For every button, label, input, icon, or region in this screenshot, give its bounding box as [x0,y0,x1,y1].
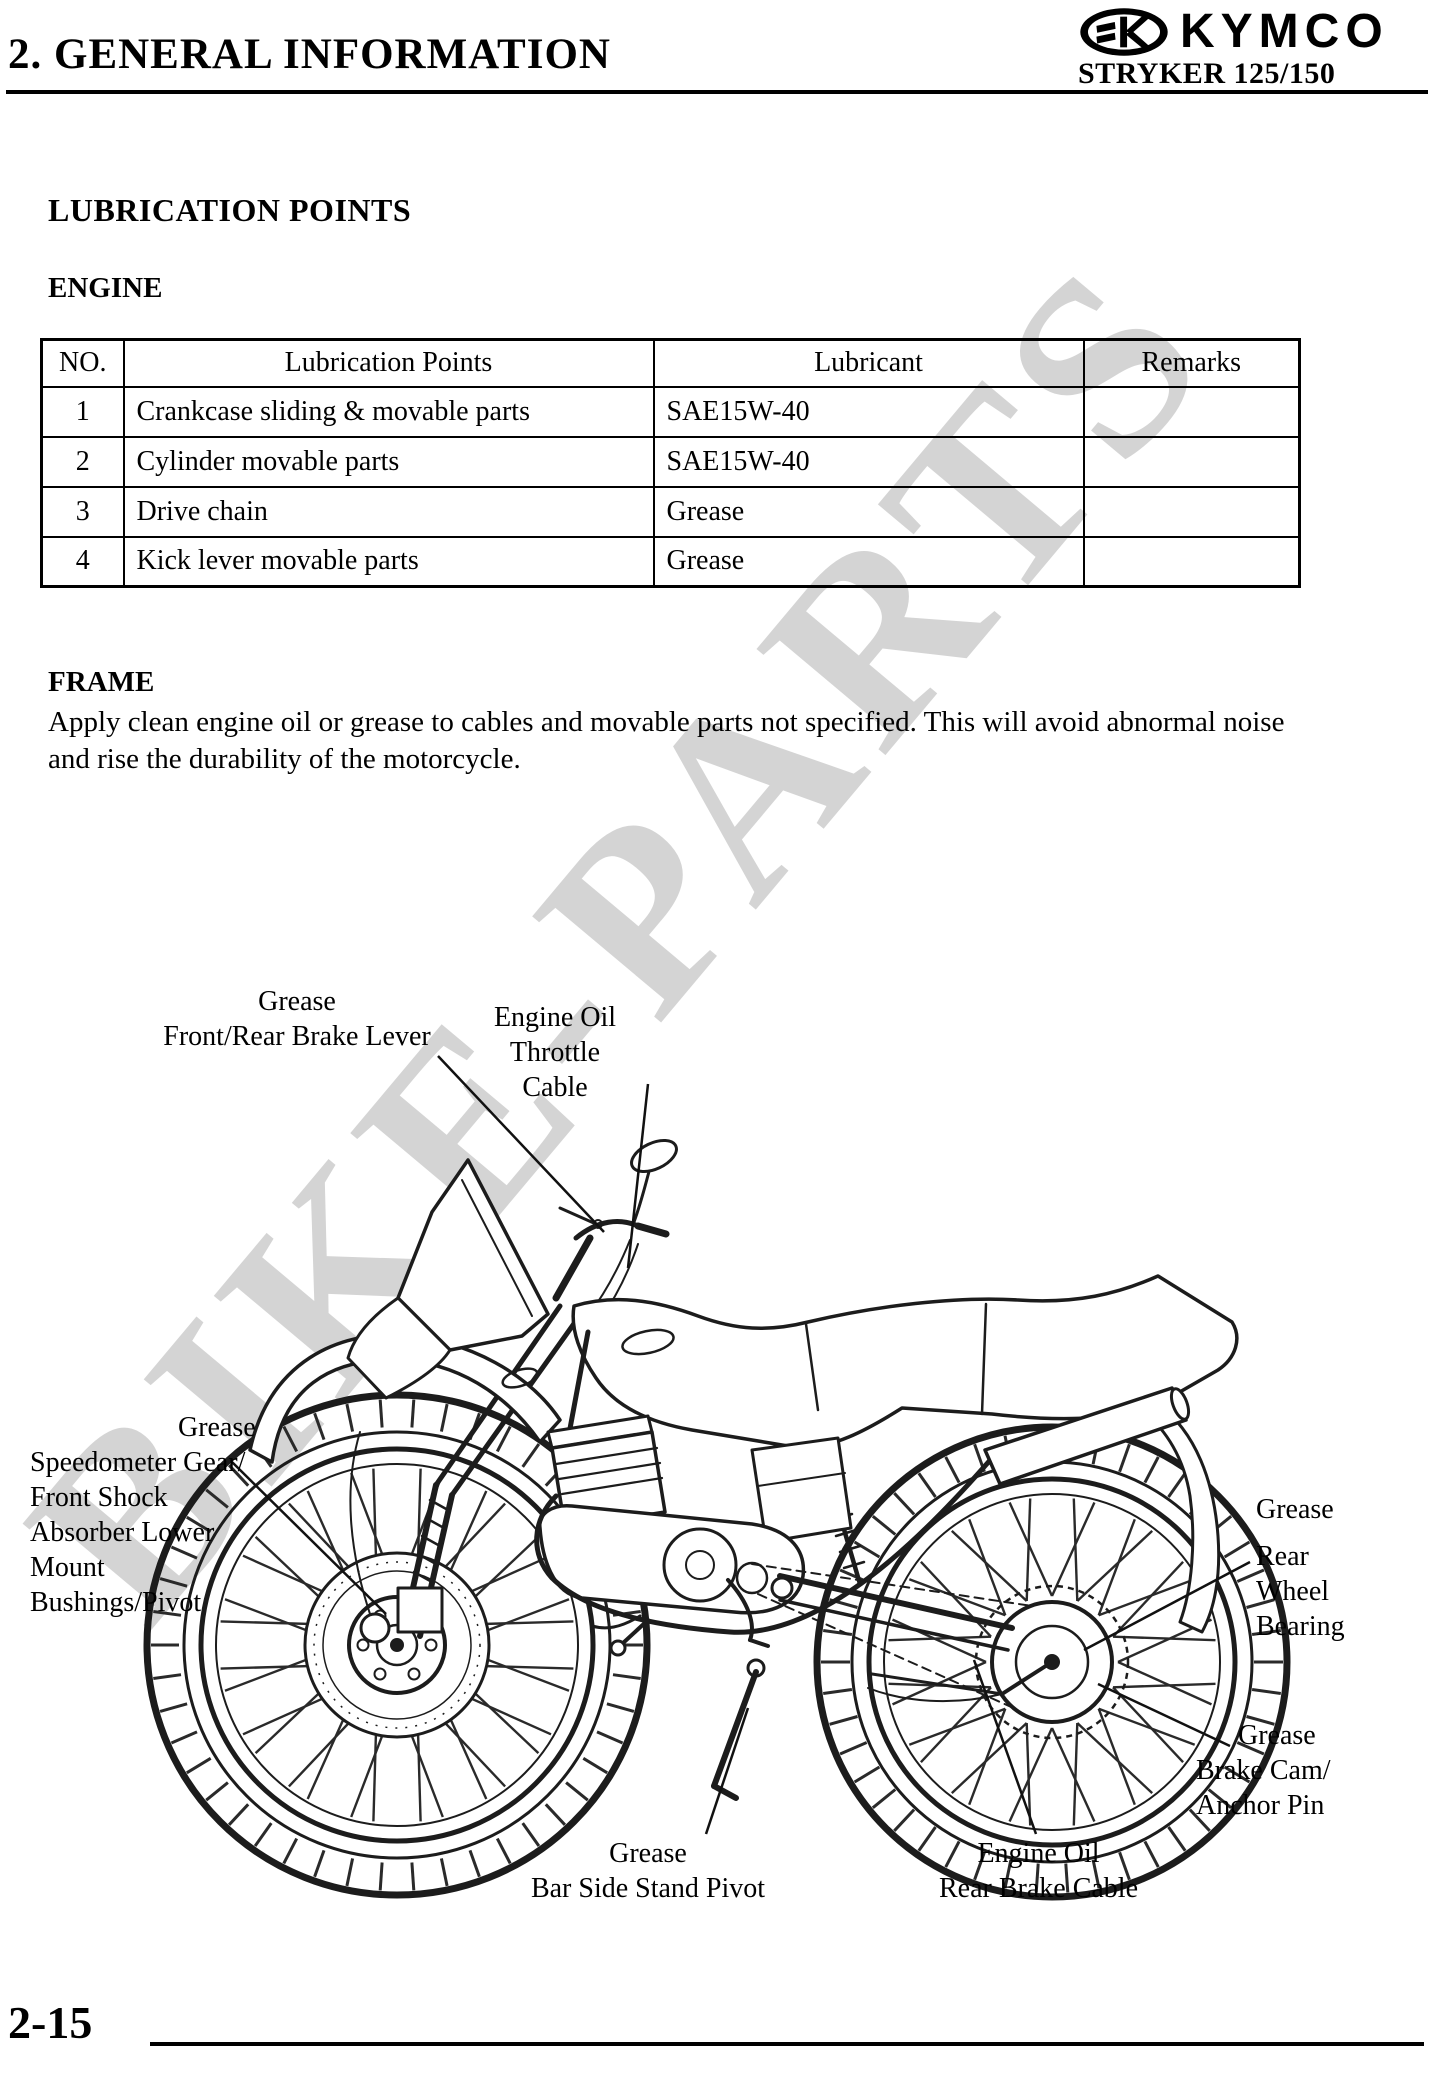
cell-remarks [1082,435,1301,488]
lubricant-tag: Grease [1238,1720,1316,1751]
rear-wheel [813,1423,1291,1901]
col-header-no: NO. [40,338,125,388]
table-header-row: NO. Lubrication Points Lubricant Remarks [40,338,1301,388]
label-front-rear-brake-lever: Grease Front/Rear Brake Lever [137,984,457,1054]
lubricant-tag: Engine Oil [977,1838,1100,1869]
rear-wheel-spokes [888,1498,1216,1826]
lubricant-tag: Grease [178,1412,256,1443]
table-row: 2 Cylinder movable parts SAE15W-40 [40,435,1301,488]
section-title: 2. GENERAL INFORMATION [8,31,611,78]
cell-point: Drive chain [122,485,655,538]
table-row: 3 Drive chain Grease [40,485,1301,538]
cell-remarks [1082,385,1301,438]
page-number: 2-15 [8,1997,93,2048]
cell-lubricant: Grease [652,535,1085,588]
footer-divider [150,2042,1424,2046]
cell-no: 1 [40,385,125,438]
engine-lubrication-table: NO. Lubrication Points Lubricant Remarks… [40,338,1301,588]
frame-paragraph: Apply clean engine oil or grease to cabl… [48,706,1285,775]
label-text: Throttle Cable [509,1037,601,1103]
kymco-logo-icon [1078,5,1170,59]
cell-no: 4 [40,535,125,588]
col-header-remarks: Remarks [1082,338,1301,388]
page-title: LUBRICATION POINTS [48,192,412,228]
label-text: Speedometer Gear/ Front Shock Absorber L… [30,1447,246,1618]
cell-remarks [1082,535,1301,588]
cell-lubricant: SAE15W-40 [652,385,1085,438]
lubricant-tag: Grease [609,1838,687,1869]
cell-no: 2 [40,435,125,488]
label-text: Rear Brake Cable [938,1873,1139,1904]
header-divider [6,90,1428,94]
motorcycle-body [248,1138,1239,1801]
label-text: Bar Side Stand Pivot [530,1873,766,1904]
cell-no: 3 [40,485,125,538]
table-row: 4 Kick lever movable parts Grease [40,535,1301,588]
lubricant-tag: Grease [1256,1494,1334,1525]
cell-lubricant: Grease [652,485,1085,538]
model-name: STRYKER 125/150 [1078,57,1336,90]
frame-heading: FRAME [48,666,155,698]
col-header-points: Lubrication Points [122,338,655,388]
table-row: 1 Crankcase sliding & movable parts SAE1… [40,385,1301,438]
cell-point: Cylinder movable parts [122,435,655,488]
lubricant-tag: Engine Oil [493,1002,617,1033]
label-text: Brake Cam/ Anchor Pin [1196,1755,1331,1821]
label-rear-wheel-bearing: Grease Rear Wheel Bearing [1256,1492,1416,1644]
label-front-shock-speedometer-gear: Grease Speedometer Gear/ Front Shock Abs… [30,1410,290,1620]
label-throttle-cable: Engine Oil Throttle Cable [475,1000,635,1105]
cell-remarks [1082,485,1301,538]
label-rear-brake-cable: Engine Oil Rear Brake Cable [916,1836,1161,1906]
label-text: Rear Wheel Bearing [1256,1541,1345,1642]
lubricant-tag: Grease [258,986,336,1017]
cell-point: Kick lever movable parts [122,535,655,588]
rear-tire-tread [821,1431,1283,1893]
col-header-lubricant: Lubricant [652,338,1085,388]
label-bar-side-stand-pivot: Grease Bar Side Stand Pivot [503,1836,793,1906]
cell-lubricant: SAE15W-40 [652,435,1085,488]
cell-point: Crankcase sliding & movable parts [122,385,655,438]
brand-block: KYMCO [1078,4,1389,59]
engine-heading: ENGINE [48,272,163,304]
brand-name: KYMCO [1180,5,1389,58]
leader-lines [231,1055,1251,1835]
label-brake-cam-anchor-pin: Grease Brake Cam/ Anchor Pin [1196,1718,1366,1823]
label-text: Front/Rear Brake Lever [163,1021,431,1052]
